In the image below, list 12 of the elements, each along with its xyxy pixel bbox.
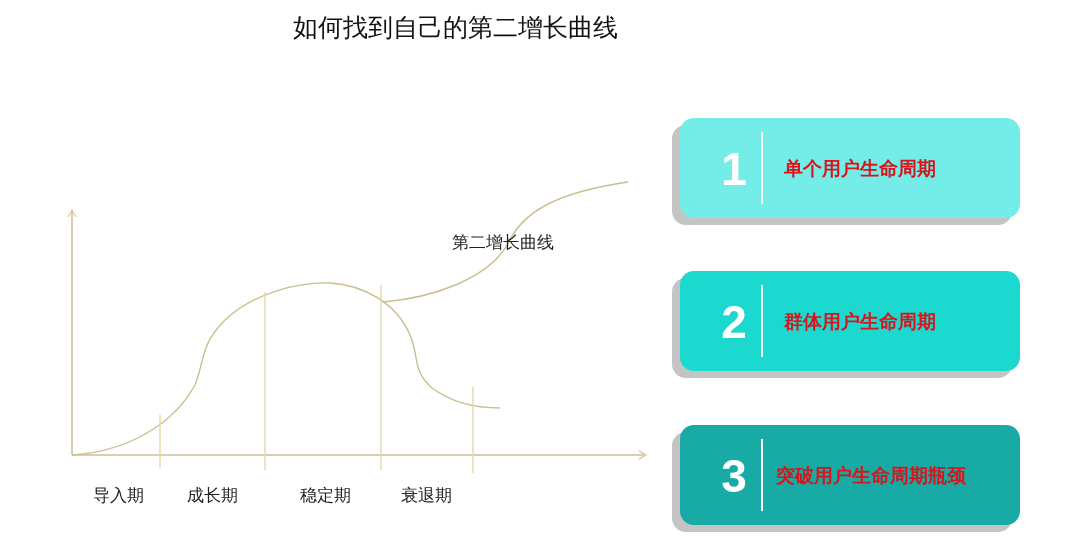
step-text: 单个用户生命周期	[784, 157, 936, 179]
curve-label: 第二增长曲线	[452, 232, 554, 252]
step-number: 3	[720, 453, 748, 499]
step-number: 1	[720, 146, 748, 192]
stage-label: 稳定期	[300, 485, 351, 505]
stage-label: 成长期	[187, 485, 238, 505]
title: 如何找到自己的第二增长曲线	[291, 12, 619, 44]
step-text: 突破用户生命周期瓶颈	[776, 464, 966, 486]
stage-label: 导入期	[93, 485, 144, 505]
step-text: 群体用户生命周期	[784, 310, 936, 332]
stage-label: 衰退期	[401, 485, 452, 505]
step-number: 2	[720, 299, 748, 345]
